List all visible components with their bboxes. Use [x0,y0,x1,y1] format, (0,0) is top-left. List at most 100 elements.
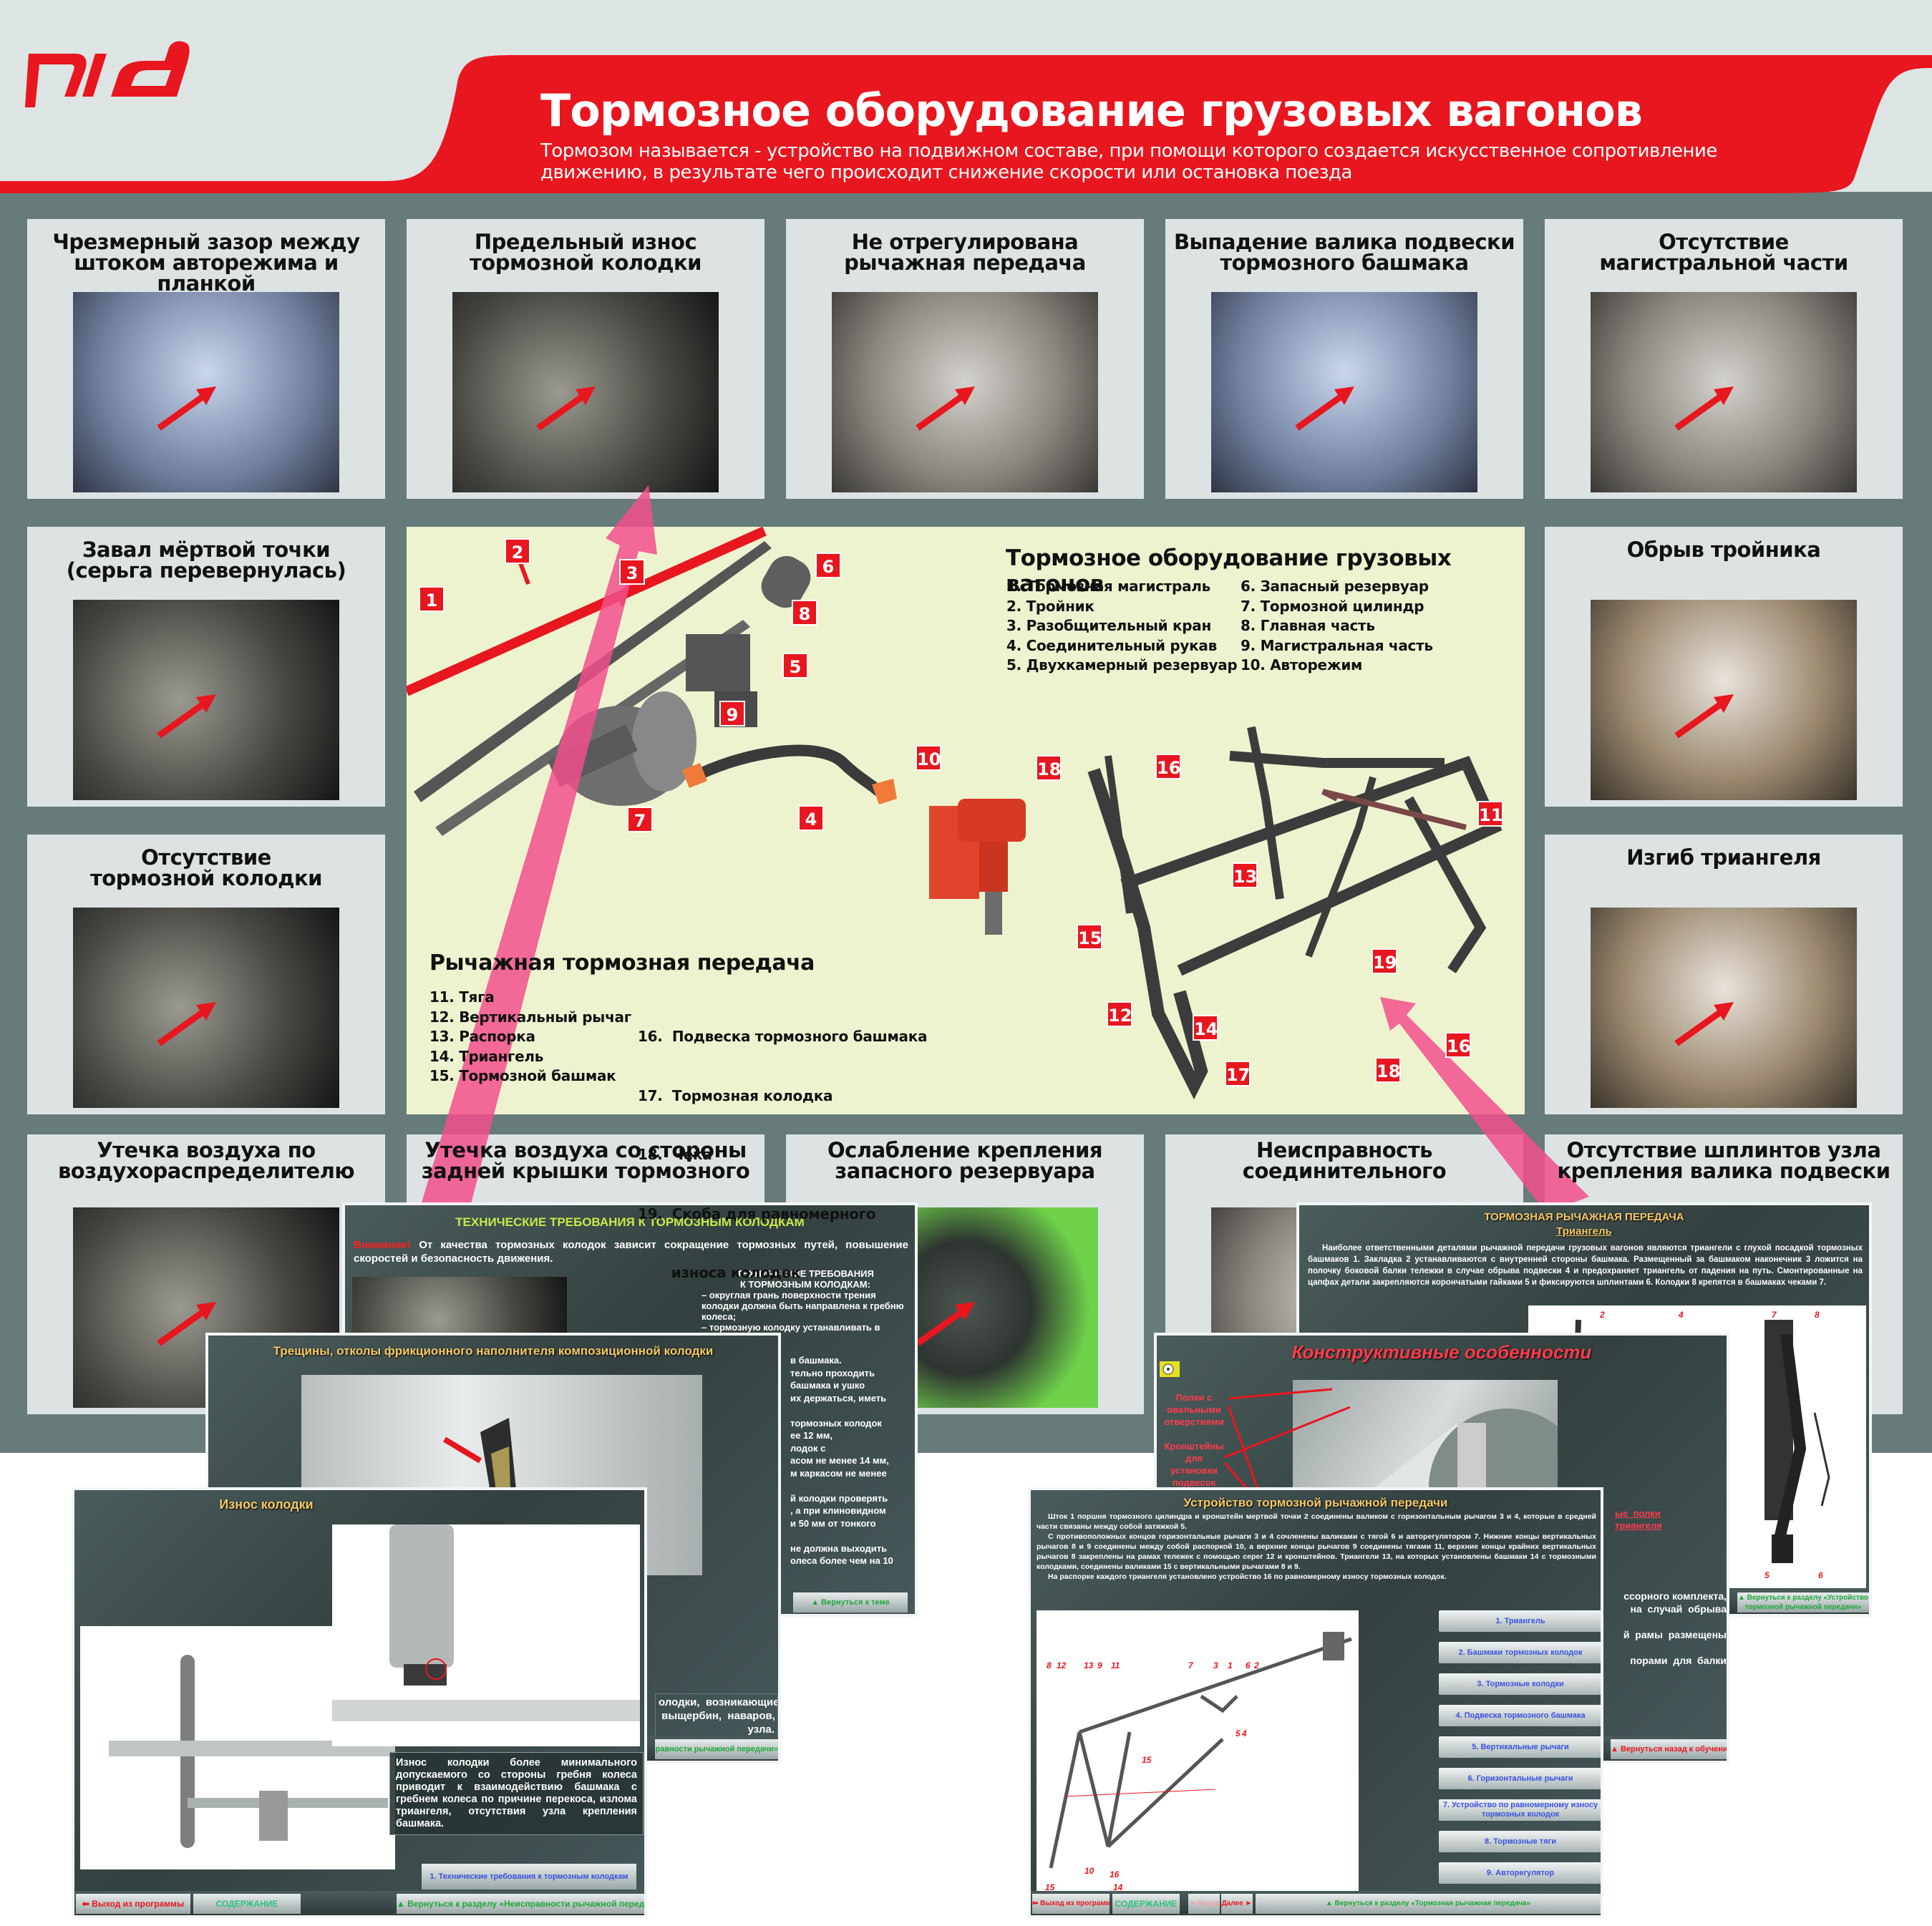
red-arrow-icon [157,386,216,431]
design-description: ссорного комплекта, на случай обрыва й р… [1623,1590,1727,1666]
back-to-training-button[interactable]: ▲ Вернуться назад к обучению [1611,1739,1727,1759]
requirements-heading: ТЕХНИЧЕСКИЕ ТРЕБОВАНИЯ К ТОРМОЗНЫМ КОЛОД… [737,1268,874,1290]
contents-button[interactable]: СОДЕРЖАНИЕ [193,1894,301,1914]
back-to-section-button[interactable]: ▲ Вернуться к разделу «Тормозная рычажна… [1256,1894,1601,1914]
slide-title: Конструктивные особенности [1291,1341,1592,1363]
menu-item-auto-regulator[interactable]: 9. Авторегулятор [1439,1862,1601,1884]
legend-item: 9. Магистральная часть [1241,636,1433,654]
diagram-label: 6 [1246,1660,1251,1670]
diagram-label: 4 [1242,1728,1247,1738]
slide-shoe-wear: Износ колодки Износ колодки более минима… [72,1487,647,1918]
slide-lever-device: Устройство тормозной рычажной передачи Ш… [1028,1487,1603,1918]
page-title: Тормозное оборудование грузовых вагонов [540,84,1643,137]
menu-item-triangle[interactable]: 1. Триангель [1439,1610,1601,1632]
lever-list-1: 11. Тяга 12. Вертикальный рычаг 13. Расп… [429,988,631,1086]
fault-photo [1211,292,1477,492]
warning-text: От качества тормозных колодок зависит со… [354,1239,908,1265]
slide-title: Трещины, отколы фрикционного наполнителя… [273,1344,714,1358]
legend-item: 7. Тормозной цилиндр [1241,597,1424,615]
menu-item-horizontal-levers[interactable]: 6. Горизонтальные рычаги [1439,1768,1601,1789]
fault-photo [73,908,339,1108]
diagram-label: 11 [1111,1660,1120,1670]
menu-item-shoe-holders[interactable]: 2. Башмаки тормозных колодок [1439,1642,1601,1663]
fault-panel: Отсутствие тормозной колодки [27,835,385,1114]
callout-number: 5 [782,653,808,679]
fault-panel-title: Не отрегулирована рычажная передача [844,230,1086,275]
slide-title: Износ колодки [219,1497,314,1512]
wear-description: Износ колодки более минимального допуска… [389,1752,644,1835]
legend-item: 19. Скоба для равномерного [638,1205,876,1222]
contents-button[interactable]: СОДЕРЖАНИЕ [1112,1894,1180,1914]
red-arrow-icon [1295,386,1354,431]
callout-number: 2 [505,538,530,564]
fault-panel: Завал мёртвой точки (серьга перевернулас… [27,527,385,807]
callout-number: 18 [1036,755,1062,781]
callout-number: 6 [815,553,841,578]
fault-panel-title: Отсутствие тормозной колодки [89,845,323,890]
fault-panel: Обрыв тройника [1545,527,1903,807]
back-to-topic-button[interactable]: ▲ Вернуться к теме [793,1592,908,1613]
back-to-section-button[interactable]: ▲ Вернуться к разделу «Устройство тормоз… [1737,1592,1869,1613]
callout-number: 18 [1375,1057,1401,1083]
exit-program-button[interactable]: ⬅ Выход из программы [76,1894,190,1914]
diagram-label: 13 [1084,1660,1094,1670]
callout-number: 15 [1077,924,1102,950]
fault-panel: Выпадение валика подвески тормозного баш… [1165,219,1523,499]
lever-transmission-diagram [1037,1610,1359,1891]
header-red-band [0,55,1932,193]
fault-photo [73,292,339,492]
legend-item: 10. Авторежим [1241,656,1363,673]
menu-item-brake-rods[interactable]: 8. Тормозные тяги [1439,1831,1601,1852]
legend-item: 18. Чека [638,1146,712,1163]
requirements-text-continued: в башмака. тельно проходить башмака и уш… [790,1355,893,1566]
triangle-description: Наиболее ответственными деталями рычажно… [1308,1244,1863,1287]
page-subtitle: Тормозом называется - устройство на подв… [540,140,1717,183]
fault-panel-title: Выпадение валика подвески тормозного баш… [1173,230,1515,275]
fault-panel: Не отрегулирована рычажная передача [786,219,1144,499]
diagram-label: 6 [1818,1570,1823,1580]
callout-number: 17 [1225,1061,1251,1086]
diagram-label: 2 [1600,1310,1605,1320]
lever-title: Рычажная тормозная передача [429,950,815,976]
menu-item-vertical-levers[interactable]: 5. Вертикальные рычаги [1439,1736,1601,1758]
back-to-section-button[interactable]: равности рычажной передачи» [655,1739,778,1759]
fault-panel: Чрезмерный зазор между штоком авторежима… [27,219,385,499]
menu-item-even-wear-device[interactable]: 7. Устройство по равномерному износу тор… [1439,1799,1601,1821]
callout-number: 12 [1107,1001,1132,1027]
next-button[interactable]: Далее ► [1221,1894,1253,1914]
requirements-text: – округлая грань поверхности трения коло… [702,1290,904,1333]
back-to-section-button[interactable]: ▲ Вернуться к разделу «Неисправности рыч… [397,1894,644,1914]
callout-number: 16 [1445,1032,1471,1058]
diagram-label: 7 [1188,1660,1193,1670]
legend-item: 15. Тормозной башмак [429,1067,616,1084]
callout-number: 8 [792,600,817,626]
tech-requirements-button[interactable]: 1. Технические требования к тормозным ко… [422,1864,636,1889]
diagram-label: 2 [1254,1660,1259,1670]
menu-item-shoe-hanger[interactable]: 4. Подвеска тормозного башмака [1439,1705,1601,1726]
callout-number: 4 [798,805,824,831]
red-arrow-icon [157,1302,216,1346]
legend-item: 6. Запасный резервуар [1241,578,1429,595]
callout-number: 19 [1372,948,1397,974]
fault-panel-title: Предельный износ тормозной колодки [469,230,702,275]
fault-panel: Предельный износ тормозной колодки [407,219,764,499]
reserve-tank [761,555,811,608]
slide-subtitle: Триангель [1556,1225,1612,1237]
callout-number: 9 [719,701,745,726]
legend-item: 14. Триангель [429,1047,544,1065]
legend-item: 4. Соединительный рукав [1006,636,1217,654]
brake-cylinder [548,691,696,806]
legend-item: 17. Тормозная колодка [638,1086,833,1104]
legend-item: 16. Подвеска тормозного башмака [638,1028,928,1045]
exit-program-button[interactable]: ⬅ Выход из программы [1032,1894,1110,1914]
film-icon[interactable] [1160,1361,1180,1377]
fault-photo [1591,600,1857,800]
equipment-diagram-panel: Тормозное оборудование грузовых вагонов … [407,527,1525,1281]
legend-item: износа колодок [638,1264,801,1281]
diagram-label: 8 [1047,1660,1052,1670]
prev-button[interactable]: ◄ Назад [1188,1894,1220,1914]
fault-photo [452,292,719,492]
device-description: Шток 1 поршня тормозного цилиндра и крон… [1037,1512,1596,1582]
red-arrow-icon [157,694,216,739]
menu-item-brake-shoes[interactable]: 3. Тормозные колодки [1439,1673,1601,1695]
